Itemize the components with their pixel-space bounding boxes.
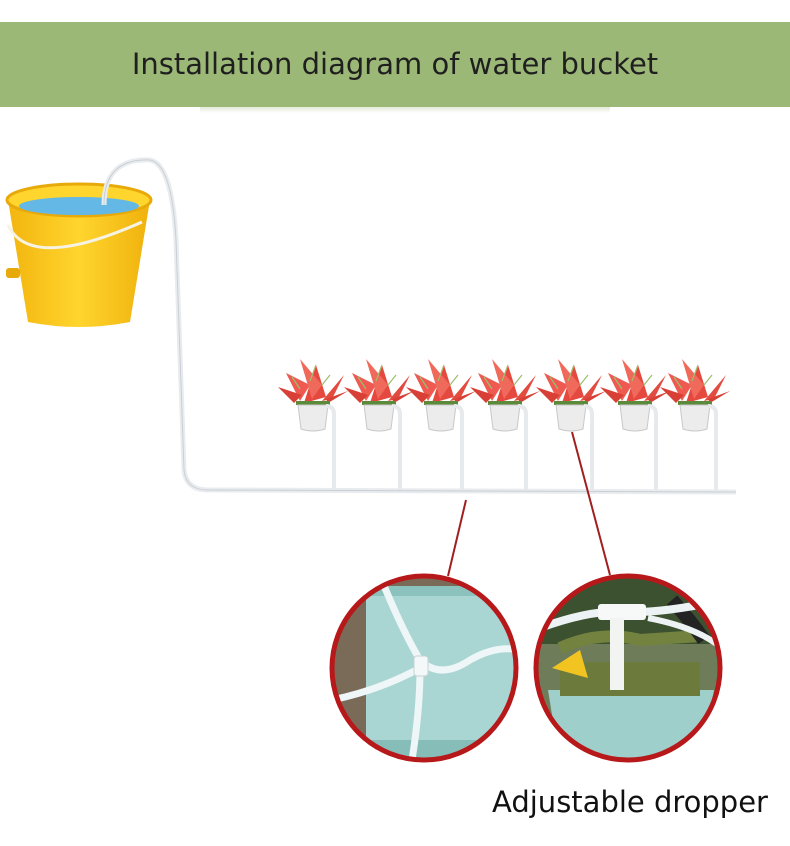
- pointer-line-right: [571, 431, 611, 576]
- title-banner: Installation diagram of water bucket: [0, 22, 790, 107]
- magnifier-circle: [329, 573, 519, 763]
- potted-plant-icon: [277, 358, 349, 432]
- banner-shadow: [200, 107, 610, 113]
- potted-plant-icon: [343, 358, 415, 432]
- dripper-lines: [325, 404, 718, 490]
- dropper-caption: Adjustable dropper: [492, 785, 768, 819]
- potted-plant-icon: [469, 358, 541, 432]
- diagram-title: Installation diagram of water bucket: [131, 47, 659, 81]
- plant-row: [277, 358, 731, 432]
- potted-plant-icon: [405, 358, 477, 432]
- potted-plant-icon: [535, 358, 607, 432]
- supply-tube: [101, 157, 737, 495]
- pointer-line-left: [447, 499, 467, 577]
- dropper-closeup: [533, 573, 723, 763]
- potted-plant-icon: [659, 358, 731, 432]
- pipe-connection-closeup: [329, 573, 519, 763]
- potted-plant-icon: [599, 358, 671, 432]
- magnifier-circle: [533, 573, 723, 763]
- bucket-icon: [5, 182, 153, 327]
